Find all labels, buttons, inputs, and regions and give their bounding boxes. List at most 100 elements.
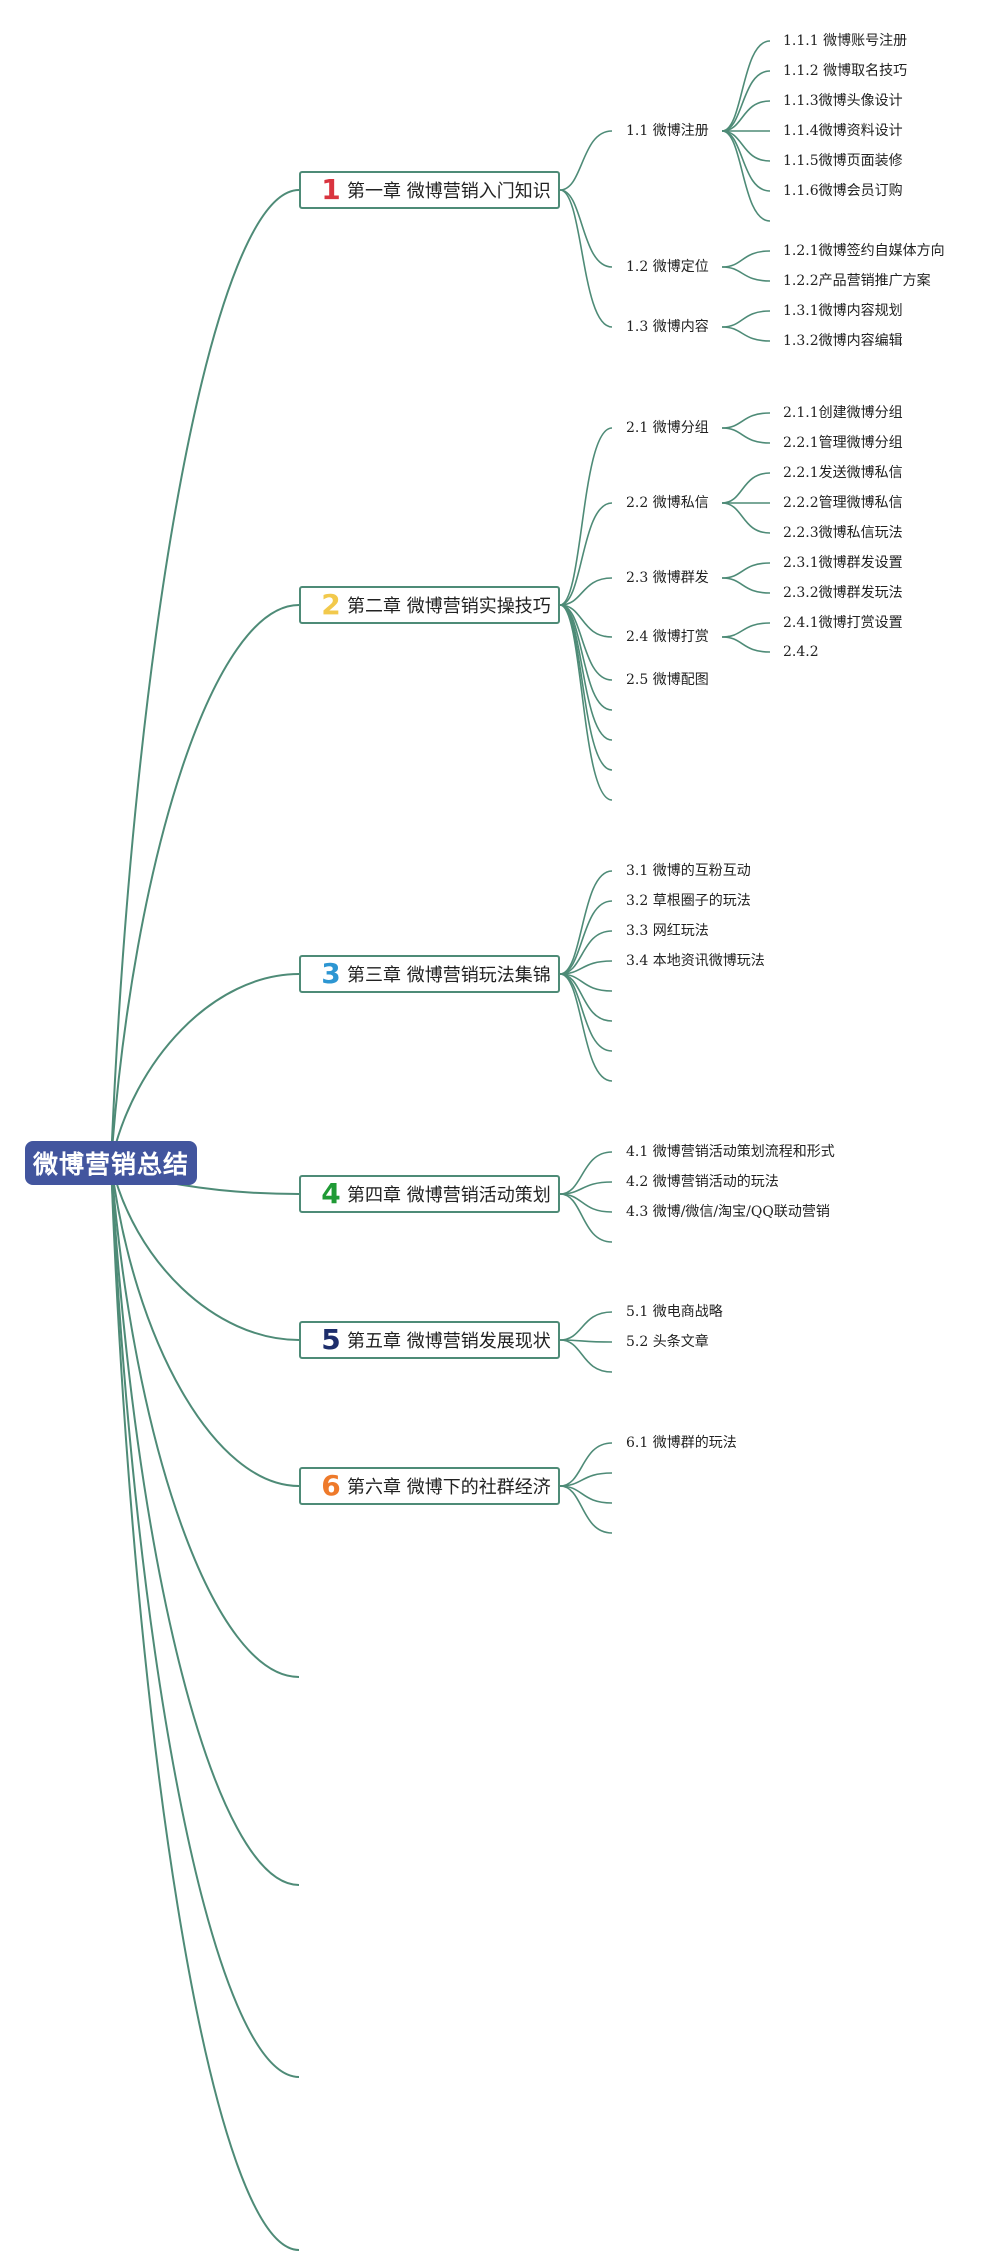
chapter-node-1[interactable]: 1 第一章 微博营销入门知识: [299, 171, 560, 209]
topic-3-1[interactable]: 3.1 微博的互粉互动: [626, 863, 751, 879]
chapter-label-4: 第四章 微博营销活动策划: [347, 1185, 551, 1206]
root-edge-2: [110, 973, 300, 1164]
chapter-node-3[interactable]: 3 第三章 微博营销玩法集锦: [299, 955, 560, 993]
topic-1-1[interactable]: 1.1 微博注册: [626, 123, 709, 139]
root-edge-4: [110, 1162, 300, 1341]
chapter-label-6: 第六章 微博下的社群经济: [347, 1477, 551, 1498]
subtopic-1-1-6[interactable]: 1.1.6微博会员订购: [783, 183, 903, 199]
subtopic-2-3-2[interactable]: 2.3.2微博群发玩法: [783, 585, 903, 601]
topic-2-3[interactable]: 2.3 微博群发: [626, 570, 709, 586]
subtopic-1-1-5[interactable]: 1.1.5微博页面装修: [783, 153, 903, 169]
subtopic-1-1-3[interactable]: 1.1.3微博头像设计: [783, 93, 903, 109]
subtopic-2-3-1[interactable]: 2.3.1微博群发设置: [783, 555, 903, 571]
ch6-edge-0: [559, 1442, 613, 1487]
chapter-label-2: 第二章 微博营销实操技巧: [347, 596, 551, 617]
ch2-edge-2: [559, 577, 613, 606]
ch2-edge-1: [559, 502, 613, 606]
chapter-number-3: 3: [321, 957, 341, 990]
subtopic-1-1-4[interactable]: 1.1.4微博资料设计: [783, 123, 903, 139]
ch5-edge-2: [559, 1339, 613, 1373]
root-edge-9: [110, 1162, 300, 2251]
topic-6-1[interactable]: 6.1 微博群的玩法: [626, 1435, 737, 1451]
subtopic-2-2-3[interactable]: 2.2.3微博私信玩法: [783, 525, 903, 541]
ch3-edge-5: [559, 973, 613, 1022]
t21-edge-1: [721, 427, 771, 444]
chapter-node-4[interactable]: 4 第四章 微博营销活动策划: [299, 1175, 560, 1213]
topic-2-4[interactable]: 2.4 微博打赏: [626, 629, 709, 645]
t11-edge-6: [721, 130, 771, 222]
ch3-edge-1: [559, 900, 613, 975]
t23-edge-0: [721, 562, 771, 579]
chapter-number-6: 6: [321, 1469, 341, 1502]
chapter-label-1: 第一章 微博营销入门知识: [347, 181, 551, 202]
topic-3-2[interactable]: 3.2 草根圈子的玩法: [626, 893, 751, 909]
t11-edge-0: [721, 40, 771, 132]
root-edge-6: [110, 1162, 300, 1678]
t12-edge-0: [721, 250, 771, 268]
root-edge-8: [110, 1162, 300, 2078]
topic-5-1[interactable]: 5.1 微电商战略: [626, 1304, 723, 1320]
t22-edge-2: [721, 502, 771, 534]
ch2-edge-5: [559, 604, 613, 711]
root-node[interactable]: 微博营销总结: [25, 1141, 197, 1185]
subtopic-1-2-1[interactable]: 1.2.1微博签约自媒体方向: [783, 243, 945, 259]
topic-4-1[interactable]: 4.1 微博营销活动策划流程和形式: [626, 1144, 835, 1160]
subtopic-1-1-2[interactable]: 1.1.2 微博取名技巧: [783, 63, 908, 79]
topic-4-3[interactable]: 4.3 微博/微信/淘宝/QQ联动营销: [626, 1204, 830, 1220]
ch3-edge-7: [559, 973, 613, 1082]
root-label: 微博营销总结: [32, 1150, 189, 1179]
chapter-number-4: 4: [321, 1177, 341, 1210]
t22-edge-0: [721, 472, 771, 504]
t23-edge-1: [721, 577, 771, 594]
topic-4-2[interactable]: 4.2 微博营销活动的玩法: [626, 1174, 779, 1190]
subtopic-2-2-1b[interactable]: 2.2.1发送微博私信: [783, 465, 903, 481]
subtopic-2-2-1a[interactable]: 2.2.1管理微博分组: [783, 435, 903, 451]
t11-edge-2: [721, 100, 771, 132]
subtopic-1-2-2[interactable]: 1.2.2产品营销推广方案: [783, 273, 931, 289]
chapter-node-5[interactable]: 5 第五章 微博营销发展现状: [299, 1321, 560, 1359]
chapter-label-5: 第五章 微博营销发展现状: [347, 1331, 551, 1352]
t24-edge-0: [721, 622, 771, 638]
topic-5-2[interactable]: 5.2 头条文章: [626, 1334, 709, 1350]
t21-edge-0: [721, 412, 771, 429]
chapter-node-2[interactable]: 2 第二章 微博营销实操技巧: [299, 586, 560, 624]
subtopic-1-1-1[interactable]: 1.1.1 微博账号注册: [783, 33, 908, 49]
chapter-node-6[interactable]: 6 第六章 微博下的社群经济: [299, 1467, 560, 1505]
root-edge-7: [110, 1162, 300, 1886]
chapter-label-3: 第三章 微博营销玩法集锦: [347, 965, 551, 986]
topic-2-5[interactable]: 2.5 微博配图: [626, 672, 709, 688]
ch4-edge-3: [559, 1193, 613, 1243]
root-edge-1: [110, 604, 300, 1164]
topic-3-4[interactable]: 3.4 本地资讯微博玩法: [626, 953, 765, 969]
t24-edge-1: [721, 636, 771, 653]
topic-3-3[interactable]: 3.3 网红玩法: [626, 923, 709, 939]
ch6-edge-3: [559, 1485, 613, 1534]
subtopic-1-3-2[interactable]: 1.3.2微博内容编辑: [783, 333, 903, 349]
root-edge-0: [110, 189, 300, 1164]
chapter-number-1: 1: [321, 173, 341, 206]
t13-edge-1: [721, 326, 771, 342]
subtopic-1-3-1[interactable]: 1.3.1微博内容规划: [783, 303, 903, 319]
ch2-edge-8: [559, 604, 613, 801]
subtopic-2-4-1[interactable]: 2.4.1微博打赏设置: [783, 615, 903, 631]
subtopic-2-4-2[interactable]: 2.4.2: [783, 644, 819, 660]
ch3-edge-2: [559, 930, 613, 975]
ch4-edge-0: [559, 1151, 613, 1195]
subtopic-2-1-1[interactable]: 2.1.1创建微博分组: [783, 405, 903, 421]
ch2-edge-0: [559, 427, 613, 606]
topic-2-2[interactable]: 2.2 微博私信: [626, 495, 709, 511]
ch1-edge-2: [559, 189, 613, 328]
root-edge-5: [110, 1162, 300, 1487]
topic-1-2[interactable]: 1.2 微博定位: [626, 259, 709, 275]
ch1-edge-1: [559, 189, 613, 268]
ch5-edge-0: [559, 1311, 613, 1341]
chapter-number-5: 5: [321, 1323, 341, 1356]
t13-edge-0: [721, 310, 771, 328]
chapter-number-2: 2: [321, 588, 341, 621]
topic-1-3[interactable]: 1.3 微博内容: [626, 319, 709, 335]
topic-2-1[interactable]: 2.1 微博分组: [626, 420, 709, 436]
subtopic-2-2-2[interactable]: 2.2.2管理微博私信: [783, 495, 903, 511]
t11-edge-1: [721, 70, 771, 132]
ch2-edge-3: [559, 604, 613, 638]
